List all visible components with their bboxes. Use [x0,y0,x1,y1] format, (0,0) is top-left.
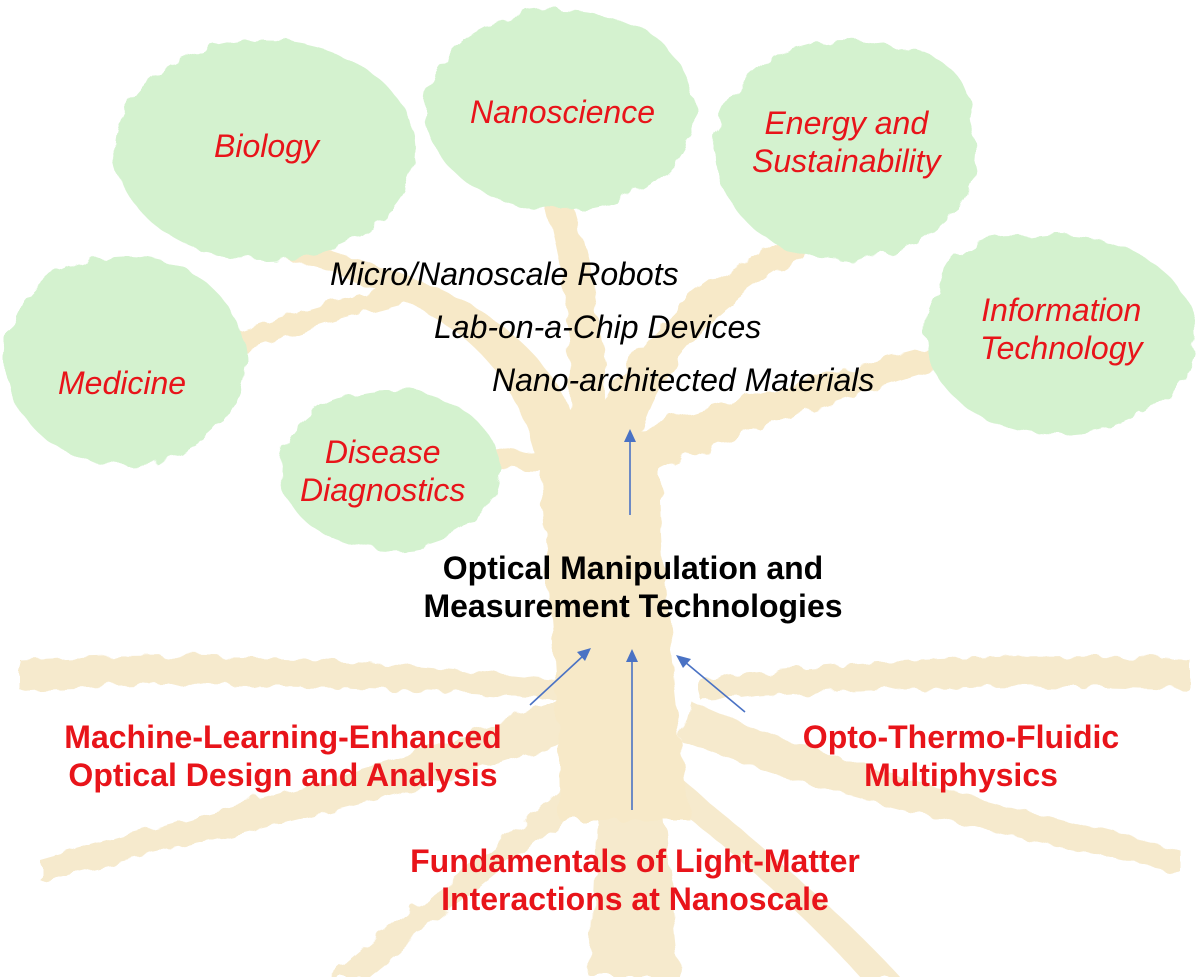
foundation-lmi-line2: Interactions at Nanoscale [441,881,829,918]
label-information: Information Technology [980,291,1143,368]
core-line2: Measurement Technologies [423,588,843,625]
label-information-line2: Technology [980,330,1143,367]
arrow-up-icon [624,429,636,515]
arrow-diagonal-icon [676,655,746,713]
label-energy: Energy and Sustainability [752,104,941,181]
tree-roots [20,656,1190,977]
core-technologies: Optical Manipulation and Measurement Tec… [400,549,866,626]
label-biology: Biology [214,128,319,164]
label-disease-line1: Disease [324,434,441,470]
foundation-light-matter: Fundamentals of Light-Matter Interaction… [382,842,888,919]
label-nanoscience: Nanoscience [470,94,655,130]
arrow-diagonal-icon [529,648,591,706]
foundation-lmi-line1: Fundamentals of Light-Matter [410,843,860,879]
application-lab-on-chip: Lab-on-a-Chip Devices [434,309,762,345]
foundation-otf-line1: Opto-Thermo-Fluidic [802,719,1120,755]
label-disease: Disease Diagnostics [300,433,465,510]
arrows [529,429,746,810]
foundation-opto-thermo-fluidic: Opto-Thermo-Fluidic Multiphysics [782,718,1140,795]
label-energy-line2: Sustainability [752,143,941,180]
tree-canopy [5,10,1195,550]
core-line1: Optical Manipulation and [442,550,824,586]
foundation-otf-line2: Multiphysics [864,757,1058,794]
application-materials: Nano-architected Materials [492,362,875,398]
application-robots: Micro/Nanoscale Robots [330,256,679,292]
label-energy-line1: Energy and [764,105,929,141]
foundation-machine-learning: Machine-Learning-Enhanced Optical Design… [38,718,528,795]
label-disease-line2: Diagnostics [300,472,466,509]
label-medicine: Medicine [58,365,187,401]
arrow-up-icon [626,649,638,810]
label-information-line1: Information [981,292,1142,328]
foundation-ml-line2: Optical Design and Analysis [68,757,498,794]
foundation-ml-line1: Machine-Learning-Enhanced [64,719,502,755]
